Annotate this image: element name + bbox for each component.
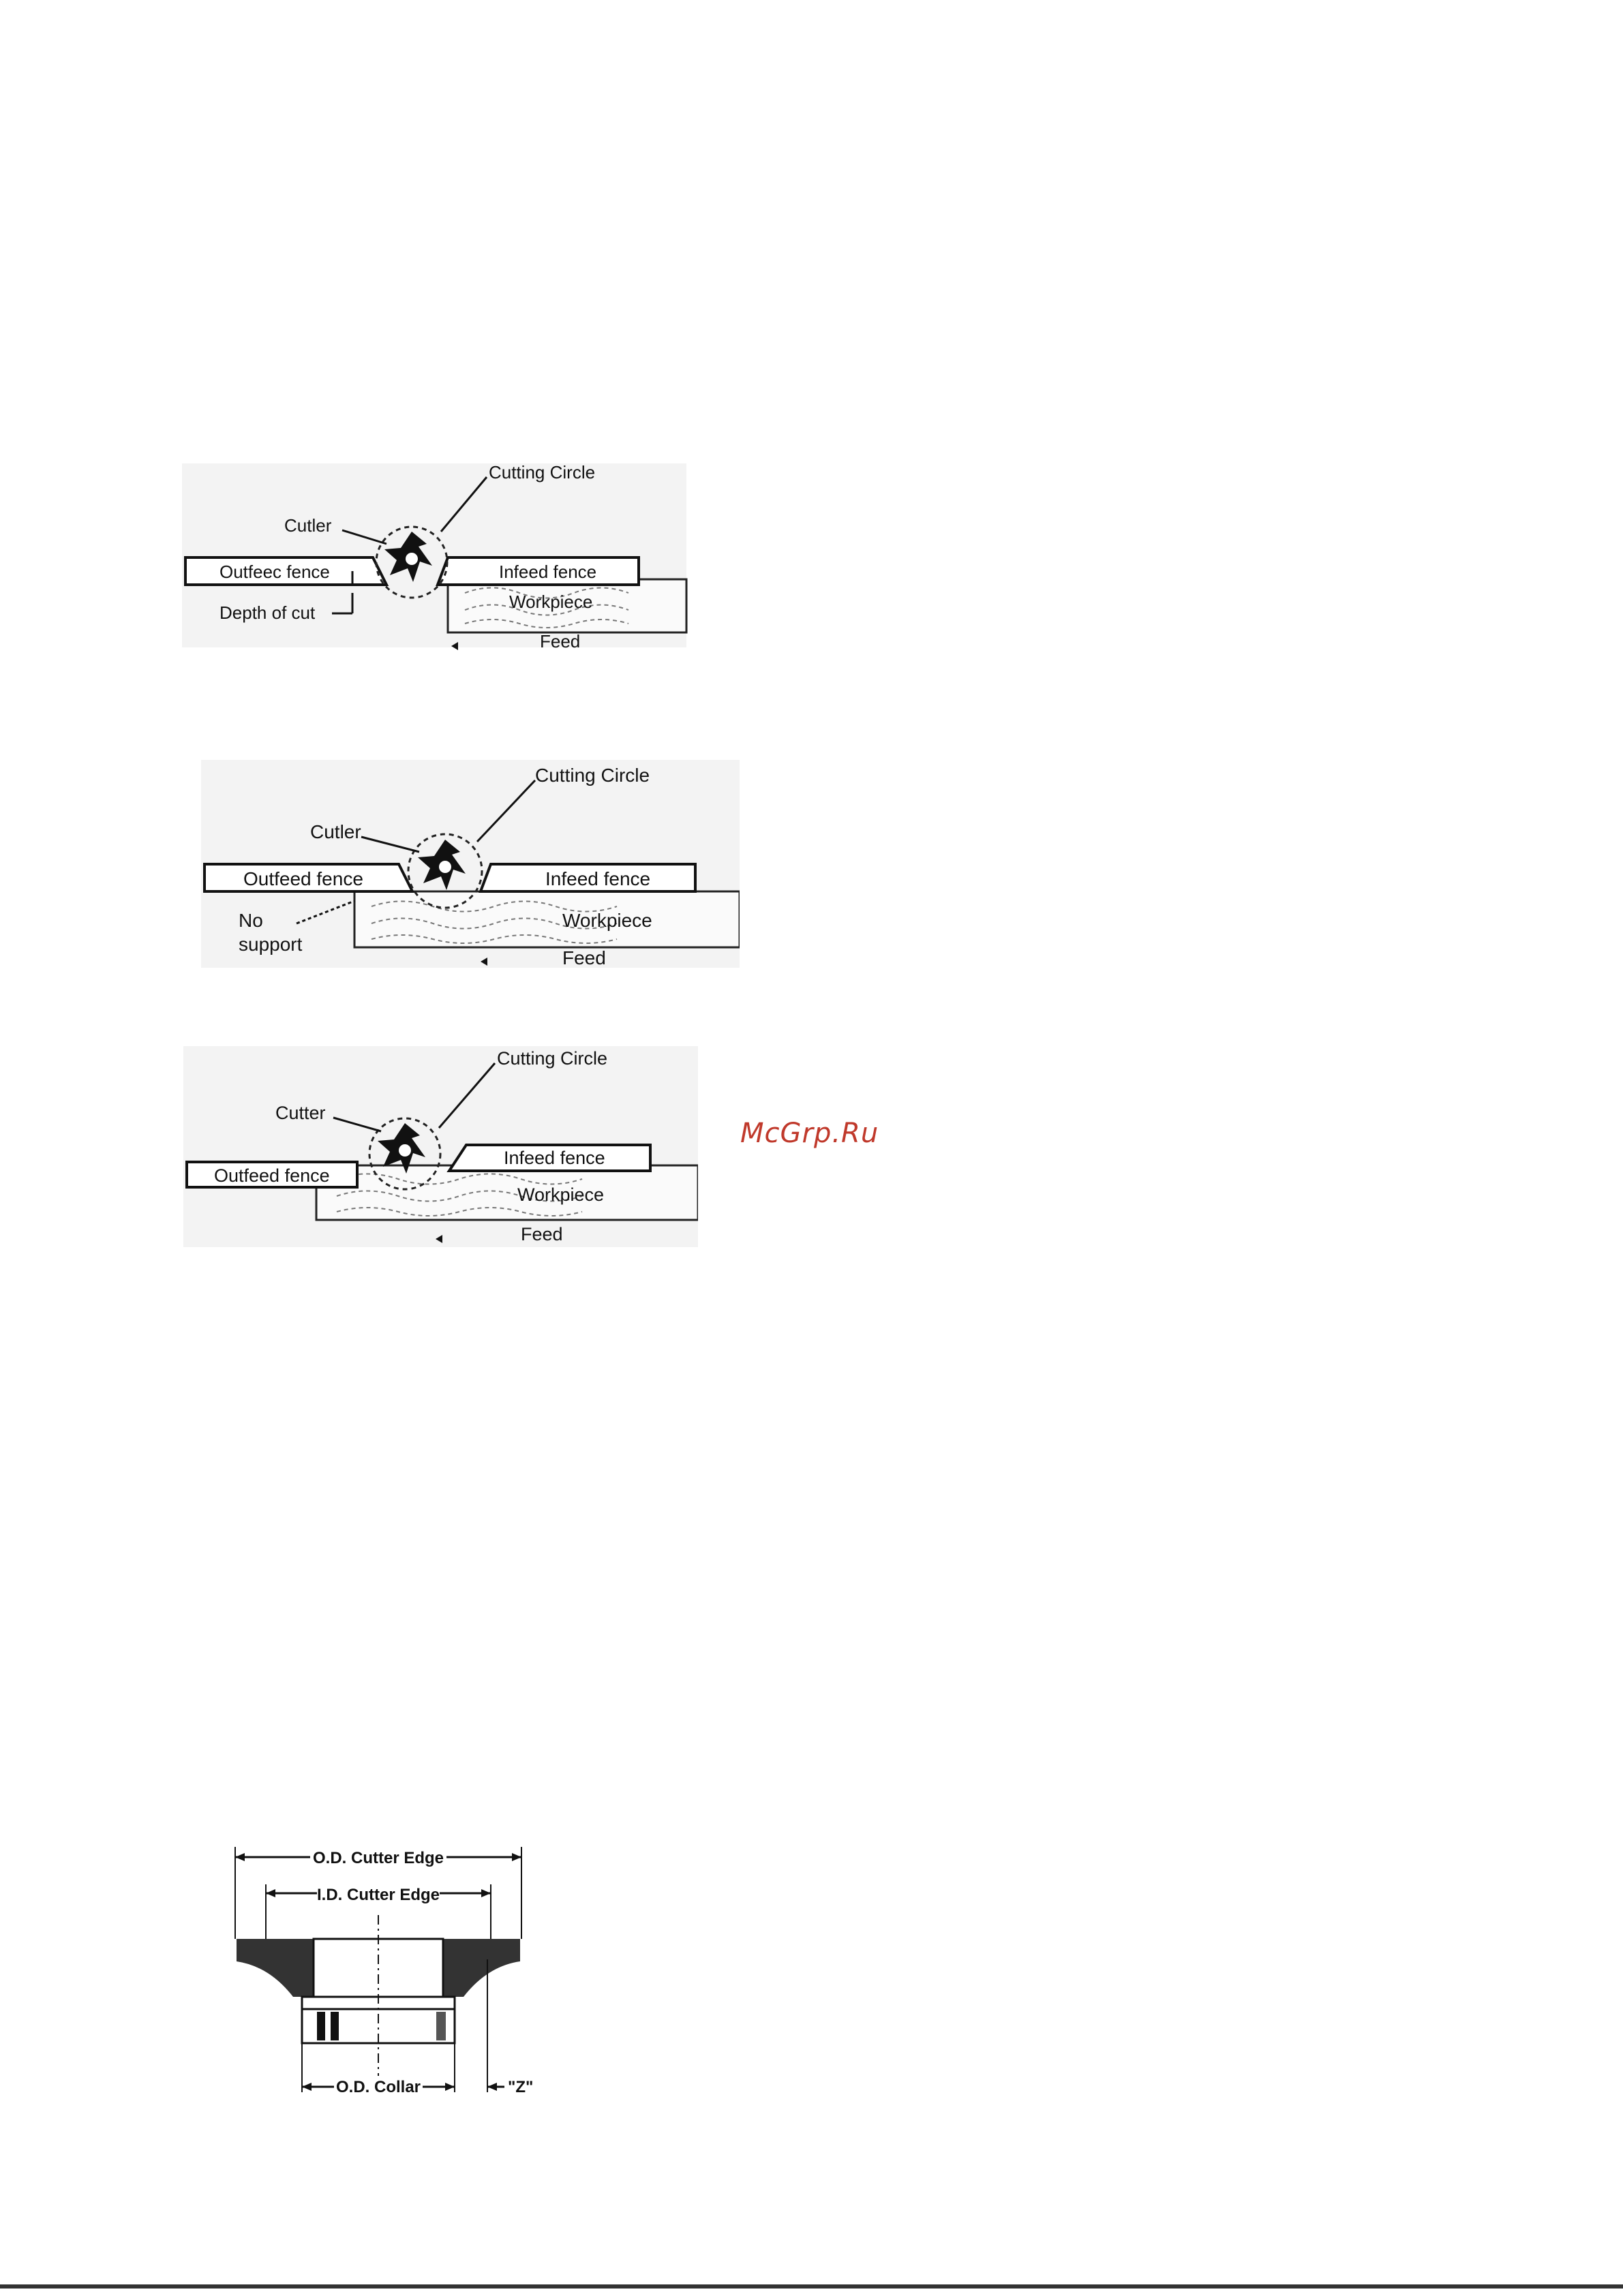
watermark-text: McGrp.Ru [740, 1118, 883, 1156]
arrowhead-right [445, 2083, 455, 2091]
workpiece-label: Workpiece [517, 1184, 604, 1205]
outfeed-fence-label: Outfeec fence [219, 562, 330, 582]
workpiece-label: Workpiece [562, 910, 652, 931]
arrowhead-left [302, 2083, 312, 2091]
cutting-circle-label: Cutting Circle [535, 765, 650, 786]
arrowhead-left [235, 1853, 245, 1861]
depth-of-cut-label: Depth of cut [219, 602, 316, 623]
collar-bearing-mark [436, 2012, 446, 2040]
feed-label: Feed [562, 947, 606, 968]
arrowhead-left [487, 2083, 497, 2091]
feed-label: Feed [521, 1224, 563, 1244]
cutter-label: Cutler [284, 515, 332, 536]
workpiece-label: Workpiece [509, 592, 592, 612]
cutter-profile-svg: O.D. Cutter Edge I.D. Cutter Edge O.D. C… [228, 1820, 569, 2106]
arrowhead-right [481, 1889, 491, 1897]
cutting-circle-label: Cutting Circle [497, 1048, 607, 1069]
z-label: "Z" [508, 2078, 533, 2096]
infeed-fence-label: Infeed fence [499, 562, 596, 582]
infeed-fence-label: Infeed fence [545, 868, 650, 889]
cutter-right-edge [443, 1939, 520, 1997]
fence-diagram-3: Cutting Circle Cutter Outfeed fence Infe… [180, 1043, 698, 1251]
outfeed-fence-label: Outfeed fence [214, 1165, 330, 1186]
fence-diagram-2: Cutting Circle Cutler Outfeed fence Infe… [194, 756, 740, 975]
cutter-label: Cutler [310, 821, 361, 842]
no-support-label-line1: No [239, 910, 263, 931]
fence-diagram-3-svg: Cutting Circle Cutter Outfeed fence Infe… [180, 1043, 698, 1251]
od-collar-label: O.D. Collar [336, 2078, 421, 2096]
feed-label: Feed [540, 631, 580, 652]
fence-diagram-2-svg: Cutting Circle Cutler Outfeed fence Infe… [194, 756, 740, 975]
fence-diagram-1-svg: Cutting Circle Cutler Outfeec fence Infe… [179, 457, 690, 654]
cutter-label: Cutter [275, 1103, 326, 1123]
page-bottom-edge [0, 2284, 1623, 2289]
arrowhead-left [266, 1889, 275, 1897]
arrowhead-right [512, 1853, 521, 1861]
collar-bearing-mark [331, 2012, 339, 2040]
od-cutter-edge-label: O.D. Cutter Edge [313, 1849, 444, 1867]
cutter-profile-diagram: O.D. Cutter Edge I.D. Cutter Edge O.D. C… [228, 1820, 569, 2106]
cutter-left-edge [237, 1939, 314, 1997]
outfeed-fence-label: Outfeed fence [243, 868, 363, 889]
no-support-label-line2: support [239, 934, 303, 955]
infeed-fence-label: Infeed fence [504, 1148, 605, 1168]
cutting-circle-label: Cutting Circle [489, 462, 595, 483]
id-cutter-edge-label: I.D. Cutter Edge [317, 1886, 440, 1904]
fence-diagram-1: Cutting Circle Cutler Outfeec fence Infe… [179, 457, 690, 654]
collar-bearing-mark [317, 2012, 325, 2040]
